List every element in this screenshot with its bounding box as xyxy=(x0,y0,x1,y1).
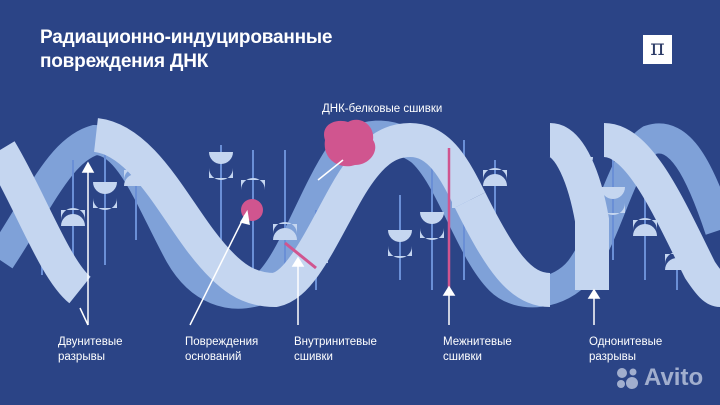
title-line-1: Радиационно-индуцированные xyxy=(40,27,333,48)
avito-dots-icon xyxy=(617,368,638,389)
label-double-strand-breaks: Двунитевые разрывы xyxy=(58,336,123,363)
label-dna-protein-crosslinks: ДНК-белковые сшивки xyxy=(322,103,443,115)
title-line-2: повреждения ДНК xyxy=(40,51,209,72)
avito-text: Avito xyxy=(644,364,704,391)
page-title: Радиационно-индуцированные повреждения Д… xyxy=(40,26,332,74)
damage-markers xyxy=(241,119,451,290)
pointer-lines xyxy=(79,159,601,326)
label-base-damage: Повреждения оснований xyxy=(185,336,259,363)
pi-logo-icon: π xyxy=(643,35,672,64)
label-interstrand-crosslinks: Межнитевые сшивки xyxy=(443,336,512,363)
label-intrastrand-crosslinks: Внутринитевые сшивки xyxy=(294,336,377,363)
protein-crosslink-blob xyxy=(324,119,376,167)
intrastrand-crosslink-marker xyxy=(284,241,317,270)
dna-front-strand xyxy=(0,118,720,308)
avito-watermark: Avito xyxy=(614,364,703,392)
label-single-strand-breaks: Однонитевые разрывы xyxy=(589,336,663,363)
